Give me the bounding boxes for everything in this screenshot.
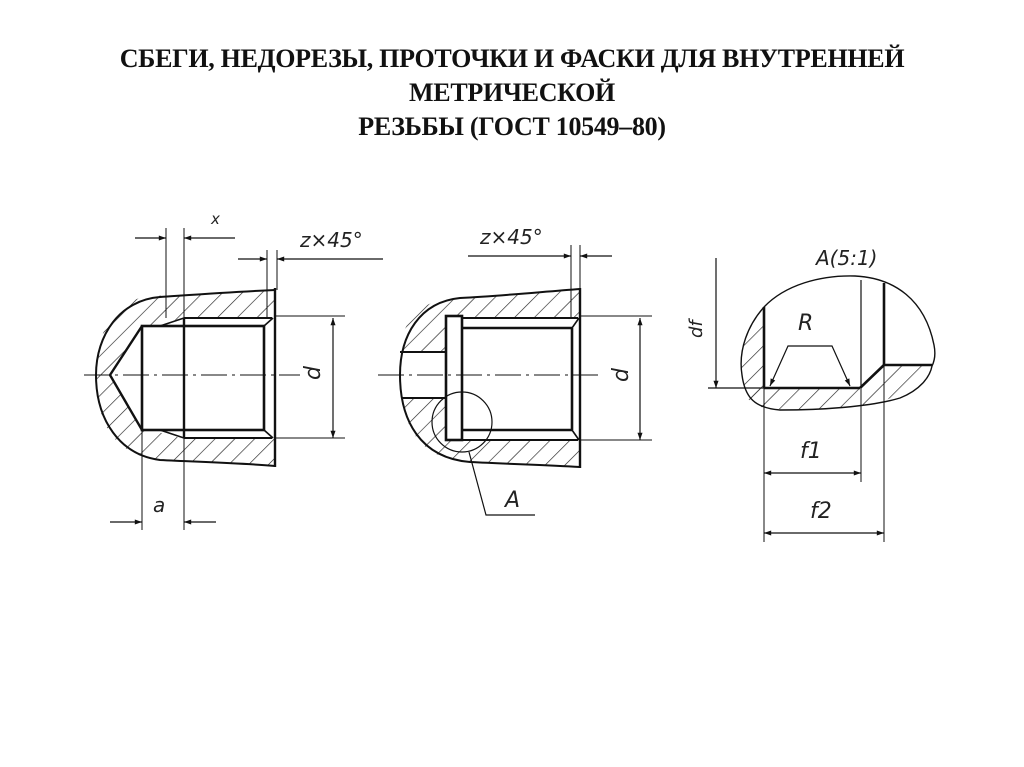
- label-d-1: d: [301, 365, 326, 380]
- section-hatch-bottom: [742, 365, 930, 410]
- detail-outline: [763, 275, 936, 367]
- section-hatch-bottom: [402, 398, 580, 466]
- label-callout-a: A: [503, 488, 520, 513]
- label-view-a: A(5:1): [814, 246, 877, 270]
- label-r: R: [798, 311, 813, 336]
- section-hatch-left: [741, 307, 765, 408]
- section-hatch-top: [96, 290, 275, 375]
- label-a: a: [153, 493, 165, 517]
- label-df: df: [686, 318, 707, 338]
- leader-a: [468, 451, 535, 516]
- label-d-2: d: [609, 367, 634, 382]
- title-line-2: МЕТРИЧЕСКОЙ: [409, 78, 615, 107]
- leader-r: [769, 345, 851, 387]
- page-title: СБЕГИ, НЕДОРЕЗЫ, ПРОТОЧКИ И ФАСКИ ДЛЯ ВН…: [0, 42, 1024, 144]
- section-hatch-bottom: [96, 375, 275, 465]
- label-f1: f1: [800, 439, 822, 464]
- detail-circle-a: [431, 391, 493, 453]
- label-f2: f2: [810, 499, 832, 524]
- label-chamfer-1: z×45°: [299, 228, 363, 252]
- figure-thread-runout: [84, 228, 383, 530]
- figure-detail-a: [708, 258, 936, 542]
- label-chamfer-2: z×45°: [479, 225, 543, 249]
- section-hatch-top: [400, 290, 580, 352]
- label-x: x: [210, 210, 220, 228]
- title-line-3: РЕЗЬБЫ (ГОСТ 10549–80): [358, 112, 666, 141]
- figure-undercut: [378, 245, 652, 516]
- title-line-1: СБЕГИ, НЕДОРЕЗЫ, ПРОТОЧКИ И ФАСКИ ДЛЯ ВН…: [119, 44, 905, 73]
